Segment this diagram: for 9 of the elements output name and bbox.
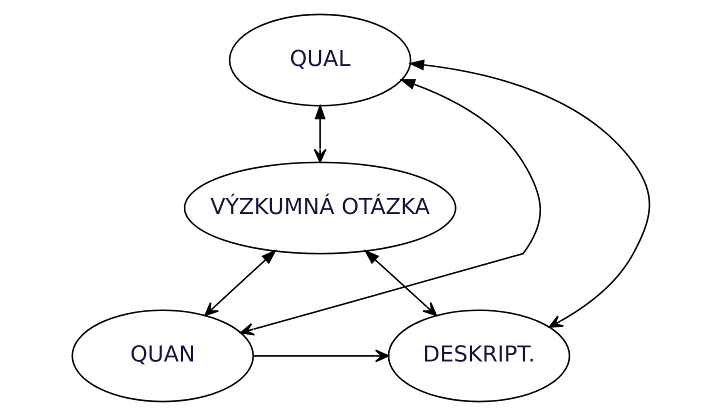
node-ellipse: QUAL	[228, 14, 412, 107]
arrow	[240, 79, 541, 336]
node-ellipse: DESKRIPT.	[388, 309, 570, 402]
arrow	[254, 349, 390, 362]
node-ellipse: VÝZKUMNÁ OTÁZKA	[184, 162, 456, 254]
arrow	[364, 249, 437, 316]
arrow	[408, 59, 650, 328]
arrow	[204, 249, 277, 316]
arrow	[314, 104, 327, 163]
